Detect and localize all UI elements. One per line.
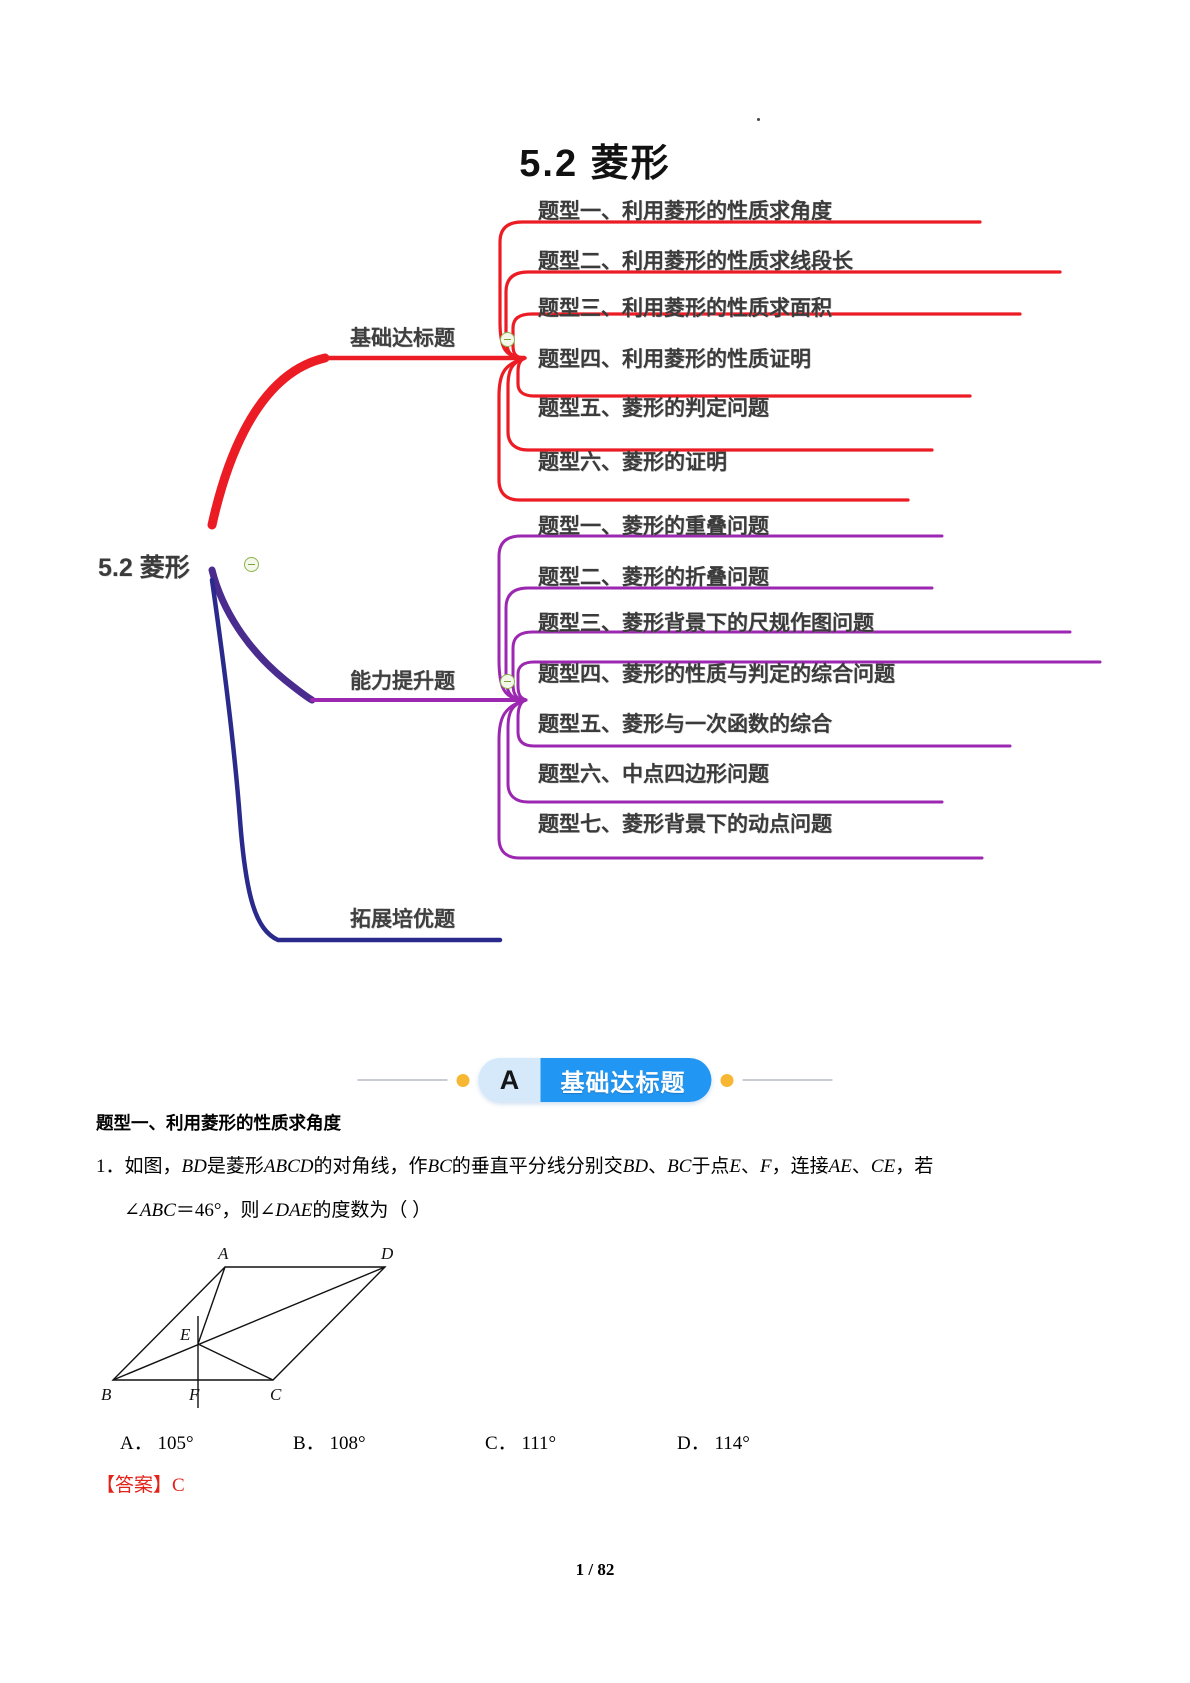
mindmap-branch-toggle-0[interactable] (500, 332, 515, 347)
q1-bc1: BC (427, 1156, 452, 1177)
mindmap: 5.2 菱形 基础达标题 题型一、利用菱形的性质求角度 题型二、利用菱形的性质求… (70, 180, 1130, 980)
answer-label: 【答案】 (96, 1475, 173, 1496)
q1-p4: 的垂直平分线分别交 (451, 1156, 623, 1177)
figure-label-F: F (188, 1385, 200, 1404)
banner-letter: A (478, 1058, 541, 1102)
figure-label-D: D (380, 1244, 394, 1263)
option-a-key: A． (120, 1433, 153, 1454)
q1-bc2: BC (667, 1156, 692, 1177)
option-b[interactable]: B． 108° (293, 1428, 366, 1455)
mindmap-leaf-1-2: 题型三、菱形背景下的尺规作图问题 (538, 612, 874, 635)
q1-bd: BD (181, 1156, 207, 1177)
q1-p7: 、 (741, 1156, 761, 1177)
q1-abcd: ABCD (263, 1156, 314, 1177)
section-heading: 题型一、利用菱形的性质求角度 (96, 1113, 341, 1133)
q1-p10: ，若 (895, 1156, 934, 1177)
page-footer: 1 / 82 (575, 1560, 615, 1579)
figure-label-B: B (101, 1385, 112, 1404)
mindmap-leaf-1-5: 题型六、中点四边形问题 (538, 763, 769, 786)
q2-p2: 的度数为（ ） (312, 1200, 432, 1221)
mindmap-branch-label-0: 基础达标题 (350, 327, 455, 350)
q2-eq: ＝ (175, 1200, 195, 1221)
figure-label-C: C (270, 1385, 282, 1404)
q1-ae: AE (828, 1156, 852, 1177)
figure-label-A: A (217, 1244, 229, 1263)
q1-e: E (729, 1156, 742, 1177)
mindmap-leaf-0-4: 题型五、菱形的判定问题 (538, 397, 769, 420)
section-banner: A 基础达标题 (0, 1052, 1190, 1108)
question-number: 1 (96, 1156, 106, 1177)
title-decoration-dot (757, 118, 760, 121)
option-a[interactable]: A． 105° (120, 1428, 194, 1455)
q2-val: 46° (194, 1200, 222, 1221)
q1-ce: CE (870, 1156, 896, 1177)
q1-p2: 是菱形 (206, 1156, 264, 1177)
mindmap-root-label: 5.2 菱形 (98, 554, 190, 582)
banner-line-left (357, 1079, 448, 1081)
answer-value: C (172, 1475, 185, 1496)
q1-bd2: BD (622, 1156, 649, 1177)
option-c-key: C． (485, 1433, 517, 1454)
q1-p8: ，连接 (771, 1156, 829, 1177)
q2-angle-abc: ∠ABC (124, 1200, 176, 1221)
option-b-key: B． (293, 1433, 325, 1454)
mindmap-branch-label-2: 拓展培优题 (350, 908, 455, 931)
banner-bullet-right (720, 1073, 734, 1087)
page-title: 5.2 菱形 (519, 143, 671, 185)
banner-pill: A 基础达标题 (478, 1058, 712, 1102)
option-d-key: D． (677, 1433, 710, 1454)
mindmap-leaf-1-4: 题型五、菱形与一次函数的综合 (538, 713, 832, 736)
banner-bullet-left (456, 1073, 470, 1087)
mindmap-leaf-0-1: 题型二、利用菱形的性质求线段长 (538, 250, 853, 273)
geometry-figure-rhombus-abcd: A D E B F C (85, 1240, 425, 1425)
option-c-value: 111° (521, 1433, 557, 1454)
mindmap-leaf-1-1: 题型二、菱形的折叠问题 (538, 566, 769, 589)
question-text-line-2: ∠ABC＝46°，则∠DAE的度数为（ ） (124, 1198, 431, 1224)
banner-line-right (742, 1079, 833, 1081)
answer-line: 【答案】C (96, 1470, 185, 1497)
mindmap-leaf-0-0: 题型一、利用菱形的性质求角度 (538, 200, 832, 223)
mindmap-branch-label-1: 能力提升题 (350, 670, 455, 693)
option-b-value: 108° (329, 1433, 366, 1454)
mindmap-leaf-0-3: 题型四、利用菱形的性质证明 (538, 348, 811, 371)
banner-label: 基础达标题 (540, 1058, 712, 1102)
q1-p6: 于点 (691, 1156, 730, 1177)
option-d-value: 114° (714, 1433, 750, 1454)
mindmap-leaf-1-0: 题型一、菱形的重叠问题 (538, 515, 769, 538)
option-c[interactable]: C． 111° (485, 1428, 556, 1455)
q1-p5: 、 (648, 1156, 668, 1177)
figure-label-E: E (179, 1325, 191, 1344)
mindmap-leaf-0-5: 题型六、菱形的证明 (538, 451, 727, 474)
q2-angle-dae: ∠DAE (259, 1200, 313, 1221)
option-d[interactable]: D． 114° (677, 1428, 750, 1455)
option-a-value: 105° (157, 1433, 194, 1454)
mindmap-leaf-1-6: 题型七、菱形背景下的动点问题 (538, 813, 832, 836)
q1-p1: ．如图， (105, 1156, 182, 1177)
mindmap-root-toggle[interactable] (244, 557, 259, 572)
q1-p9: 、 (851, 1156, 871, 1177)
q1-p3: 的对角线，作 (313, 1156, 428, 1177)
question-text-line-1: 1．如图，BD是菱形ABCD的对角线，作BC的垂直平分线分别交BD、BC于点E、… (96, 1154, 933, 1180)
mindmap-leaf-0-2: 题型三、利用菱形的性质求面积 (538, 297, 832, 320)
mindmap-branch-toggle-1[interactable] (500, 674, 515, 689)
q1-f: F (760, 1156, 772, 1177)
q2-p1: ，则 (221, 1200, 260, 1221)
mindmap-leaf-1-3: 题型四、菱形的性质与判定的综合问题 (538, 663, 895, 686)
